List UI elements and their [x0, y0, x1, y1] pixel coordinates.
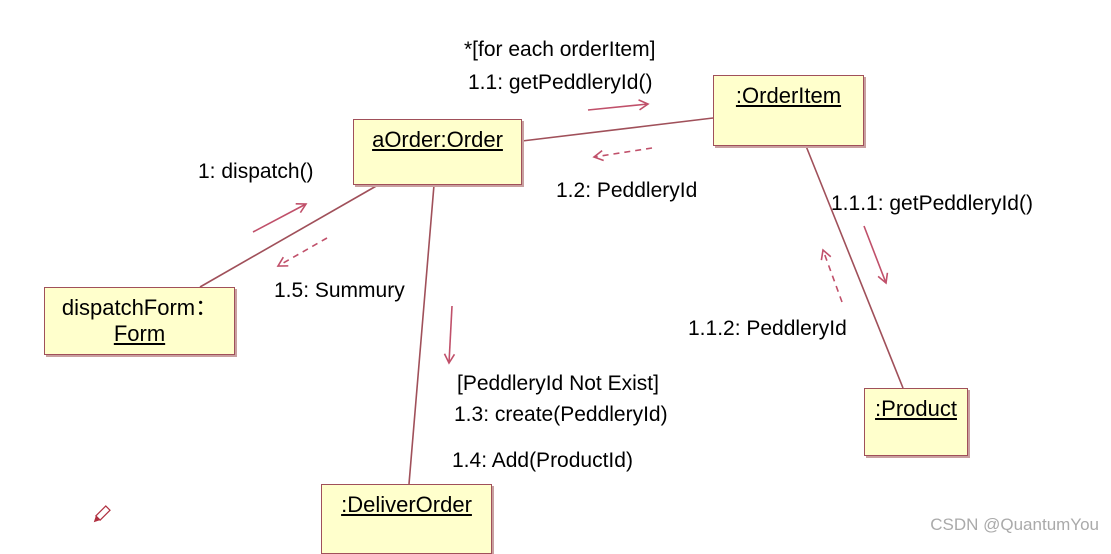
arrow-1-5-summury-return — [276, 237, 328, 267]
association-links — [199, 117, 904, 485]
message-1-1-1-label: 1.1.1: getPeddleryId() — [831, 192, 1033, 215]
object-label: :DeliverOrder — [341, 492, 472, 517]
object-aorder-order[interactable]: aOrder:Order — [353, 119, 522, 185]
message-1-3-label: 1.3: create(PeddleryId) — [454, 403, 668, 426]
object-label-line1: dispatchForm： — [61, 295, 218, 320]
object-deliverorder[interactable]: :DeliverOrder — [321, 484, 492, 554]
watermark: CSDN @QuantumYou — [930, 515, 1099, 534]
arrow-1-1-2-peddleryid-return — [820, 248, 843, 303]
arrow-1-2-peddleryid-return — [592, 147, 653, 162]
message-arrows — [252, 99, 889, 365]
link-order-orderitem — [521, 117, 714, 142]
arrow-1-3-create — [443, 305, 456, 365]
link-orderitem-product — [805, 145, 904, 389]
guard-peddleryid-not-exist: [PeddleryId Not Exist] — [457, 372, 659, 395]
object-label-line2: Form — [113, 321, 166, 346]
object-orderitem[interactable]: :OrderItem — [713, 75, 864, 146]
message-1-4-label: 1.4: Add(ProductId) — [452, 449, 633, 472]
pencil-cursor-icon — [93, 505, 111, 523]
message-1-2-label: 1.2: PeddleryId — [556, 179, 698, 202]
arrow-1-1-getpeddleryid — [587, 99, 650, 111]
object-label: :OrderItem — [735, 83, 842, 108]
arrow-1-dispatch — [252, 202, 308, 233]
object-product[interactable]: :Product — [864, 388, 968, 456]
message-1-label: 1: dispatch() — [198, 160, 314, 183]
object-dispatchform-form[interactable]: dispatchForm： Form — [44, 287, 235, 355]
message-1-1-label: 1.1: getPeddleryId() — [468, 71, 653, 94]
message-1-1-2-label: 1.1.2: PeddleryId — [688, 317, 847, 340]
arrow-1-1-1-getpeddleryid — [863, 225, 889, 285]
link-order-deliverorder — [408, 184, 435, 485]
object-label: :Product — [875, 396, 957, 421]
object-label: aOrder:Order — [372, 127, 503, 152]
link-order-dispatchform — [199, 184, 379, 288]
guard-for-each-orderitem: *[for each orderItem] — [464, 38, 656, 61]
message-1-5-label: 1.5: Summury — [274, 279, 405, 302]
